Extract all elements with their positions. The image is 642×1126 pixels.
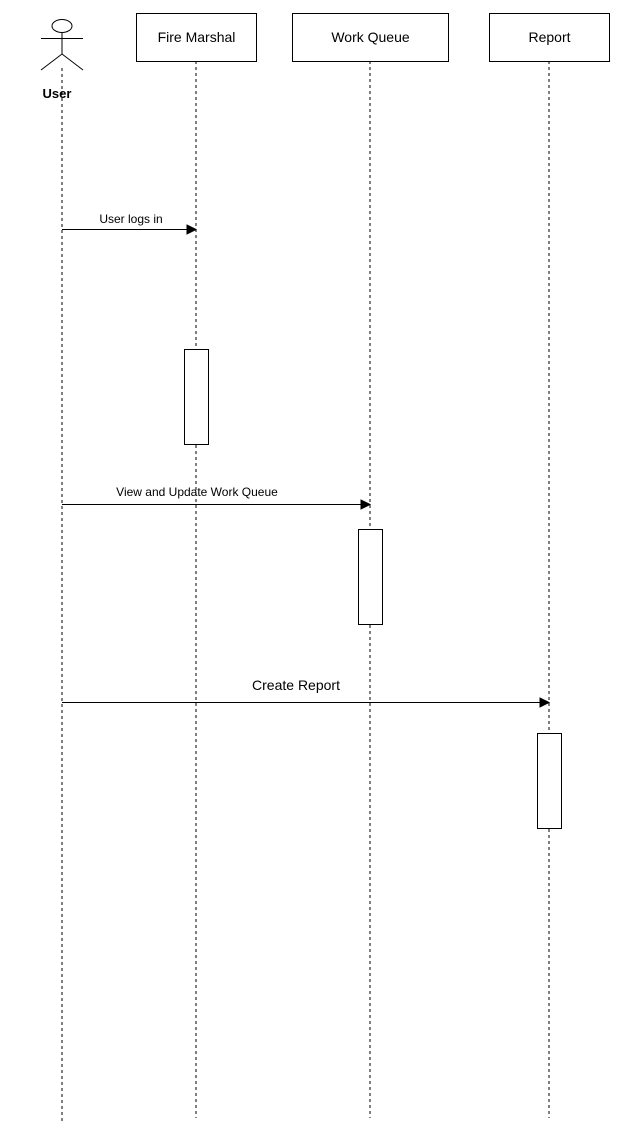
message-label: Create Report <box>252 677 340 693</box>
actor-user[interactable]: User <box>40 19 84 102</box>
message-view-update-work-queue[interactable]: View and Update Work Queue <box>62 485 372 510</box>
arrowhead-icon <box>539 697 551 708</box>
participant-label: Work Queue <box>331 29 410 45</box>
actor-label: User <box>43 86 72 101</box>
message-user-logs-in[interactable]: User logs in <box>62 212 198 235</box>
participant-fire-marshal[interactable]: Fire Marshal <box>136 13 257 62</box>
activation-fire-marshal[interactable] <box>184 349 209 445</box>
participant-report[interactable]: Report <box>489 13 610 62</box>
message-create-report[interactable]: Create Report <box>62 677 551 708</box>
participant-work-queue[interactable]: Work Queue <box>292 13 449 62</box>
stick-figure-icon <box>40 19 84 71</box>
message-label: View and Update Work Queue <box>116 485 278 499</box>
activation-report[interactable] <box>537 733 562 829</box>
arrowhead-icon <box>186 224 198 235</box>
activation-work-queue[interactable] <box>358 529 383 625</box>
participant-label: Report <box>528 29 570 45</box>
participant-label: Fire Marshal <box>158 29 236 45</box>
arrowhead-icon <box>360 499 372 510</box>
message-label: User logs in <box>99 212 162 226</box>
